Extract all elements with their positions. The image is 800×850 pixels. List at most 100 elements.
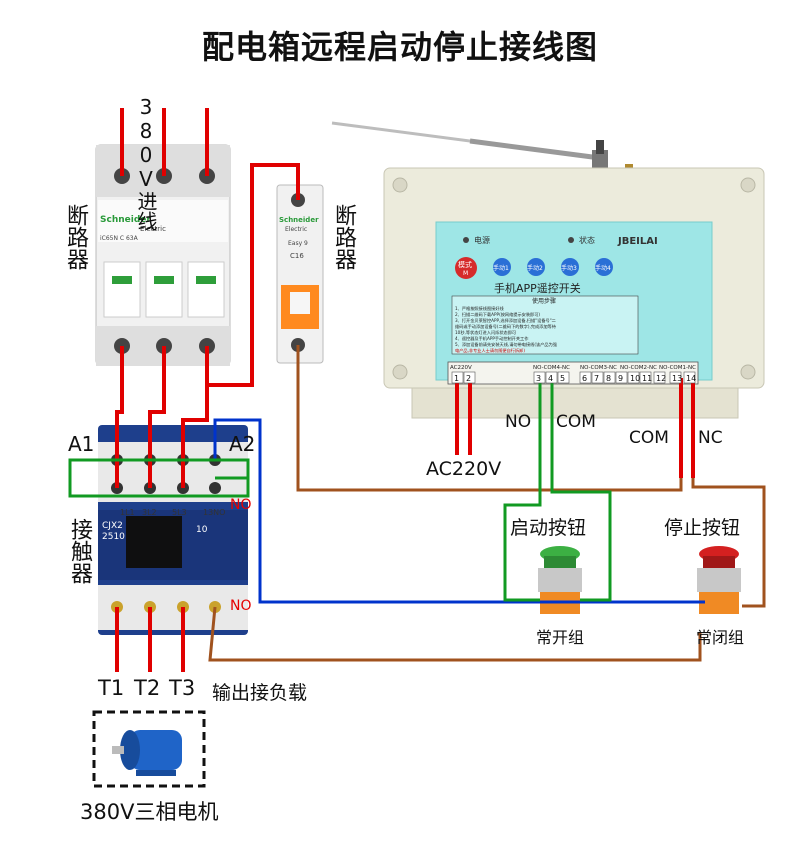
terminal-number: 12 — [656, 374, 666, 383]
instruction-line: 维码或手动添加设备号(二维码下的数字),完成添加等待 — [455, 323, 557, 330]
manual-1-label: 手动1 — [493, 264, 509, 272]
no-lower-label: NO — [230, 598, 252, 614]
stop-button-device — [697, 546, 741, 614]
a1-label: A1 — [68, 432, 95, 456]
t1-label: T1 — [98, 676, 125, 700]
right-nc-label: NC — [698, 428, 723, 448]
left-com-label: COM — [556, 412, 596, 432]
breaker1p-rating: C16 — [290, 252, 304, 260]
status-label: 状态 — [579, 235, 595, 245]
contactor-label: 接触器 — [67, 518, 92, 584]
controller-brand: JBEILAI — [617, 236, 658, 247]
breaker3p-brand: Schneider — [100, 215, 151, 225]
output-load-label: 输出接负载 — [212, 682, 308, 704]
terminal-cell — [591, 371, 604, 384]
instruction-line: 5、添加设备前请先安装天线,请勿带电接线(该产品为强 — [455, 341, 558, 348]
breaker1p-sub: Electric — [285, 226, 307, 233]
terminal-number: 4 — [548, 374, 553, 383]
contactor-terminal-5l3: 5L3 — [172, 508, 187, 517]
t3-label: T3 — [169, 676, 196, 700]
mode-button-label: 模式 — [458, 260, 472, 269]
terminal-number: 6 — [582, 374, 587, 383]
terminal-number: 5 — [560, 374, 565, 383]
instructions-title: 使用步骤 — [532, 297, 556, 305]
instruction-line: 3、打开金贝莱智控APP,选择添加设备,扫描"设备号"二 — [455, 317, 556, 324]
terminal-group-com2: NO-COM2-NC — [620, 365, 657, 371]
terminal-cell — [451, 371, 464, 384]
motor-dashed-frame — [92, 710, 206, 788]
instruction-line: 4、遥控器及手机APP手动控制开关工作 — [455, 335, 529, 342]
terminal-cell — [627, 371, 640, 384]
ac220v-label: AC220V — [426, 458, 502, 480]
normally-open-label: 常开组 — [536, 628, 585, 647]
terminal-number: 9 — [618, 374, 623, 383]
instruction-line: 10秒,等状态灯进入闪烁状态即可 — [455, 329, 516, 336]
terminal-cell — [653, 371, 666, 384]
breaker3p-sub: Electric — [140, 225, 166, 233]
terminal-cell — [463, 371, 476, 384]
terminal-cell — [545, 371, 558, 384]
manual-4-label: 手动4 — [595, 264, 611, 272]
t2-label: T2 — [134, 676, 161, 700]
terminal-number: 3 — [536, 374, 541, 383]
contactor-terminal-3l2: 3L2 — [142, 508, 157, 517]
terminal-cell — [579, 371, 592, 384]
breaker-left-label: 断路器 — [63, 204, 88, 270]
terminal-number: 1 — [454, 374, 459, 383]
terminal-group-com4: NO-COM4-NC — [533, 365, 570, 371]
breaker-right-label: 断路器 — [331, 204, 356, 270]
terminal-number: 13 — [672, 374, 682, 383]
brown-wires — [208, 345, 766, 662]
instruction-line: 电产品,非专业人士请勿随便自行拆卸) — [455, 347, 525, 354]
contactor-device — [98, 425, 248, 635]
normally-closed-label: 常闭组 — [696, 628, 745, 647]
mode-button-sub: M — [463, 270, 468, 277]
start-button-label: 启动按钮 — [510, 517, 587, 539]
terminal-cell — [533, 371, 546, 384]
page-title: 配电箱远程启动停止接线图 — [201, 28, 598, 66]
instruction-line: 1、严格按照接线图接好线 — [455, 305, 505, 312]
right-com-label: COM — [629, 428, 669, 448]
instruction-line: 2、扫描二维码下载APP(按网络提示安装即可) — [455, 311, 540, 318]
terminal-cell — [557, 371, 570, 384]
terminal-cell — [615, 371, 628, 384]
input-380v-label: 380V进线 — [134, 95, 158, 231]
remote-controller — [383, 167, 765, 419]
terminal-number: 11 — [642, 374, 652, 383]
terminal-cell — [639, 371, 652, 384]
contactor-terminal-13no: 13NO — [203, 508, 225, 517]
motor-label: 380V三相电机 — [80, 800, 219, 824]
terminal-group-com1: NO-COM1-NC — [659, 365, 696, 371]
breaker1p-brand: Schneider — [279, 216, 319, 224]
a2-label: A2 — [229, 432, 256, 456]
three-pole-breaker — [95, 144, 231, 366]
start-button-device — [538, 546, 582, 614]
contactor-code: 10 — [196, 525, 208, 535]
app-title: 手机APP遥控开关 — [494, 281, 581, 295]
terminal-number: 7 — [594, 374, 599, 383]
terminal-cell — [669, 371, 682, 384]
terminal-cell — [683, 371, 696, 384]
terminal-group-com3: NO-COM3-NC — [580, 365, 617, 371]
contactor-model-code: 2510 — [102, 532, 125, 542]
left-no-label: NO — [505, 412, 532, 432]
manual-2-label: 手动2 — [527, 264, 543, 272]
terminal-group-ac220v: AC220V — [450, 365, 472, 371]
single-pole-breaker — [276, 184, 324, 364]
red-wires — [115, 108, 695, 672]
breaker3p-rating: iC65N C 63A — [100, 235, 139, 242]
terminal-number: 10 — [630, 374, 640, 383]
terminal-cell — [603, 371, 616, 384]
green-wires — [68, 378, 612, 602]
terminal-number: 14 — [686, 374, 696, 383]
stop-button-label: 停止按钮 — [664, 517, 741, 539]
terminal-number: 2 — [466, 374, 471, 383]
no-upper-label: NO — [230, 497, 252, 513]
motor-device — [112, 730, 182, 776]
contactor-terminal-1l1: 1L1 — [120, 508, 135, 517]
blue-wires — [213, 418, 705, 604]
breaker1p-series: Easy 9 — [288, 240, 308, 247]
contactor-model: CJX2 — [102, 521, 123, 531]
